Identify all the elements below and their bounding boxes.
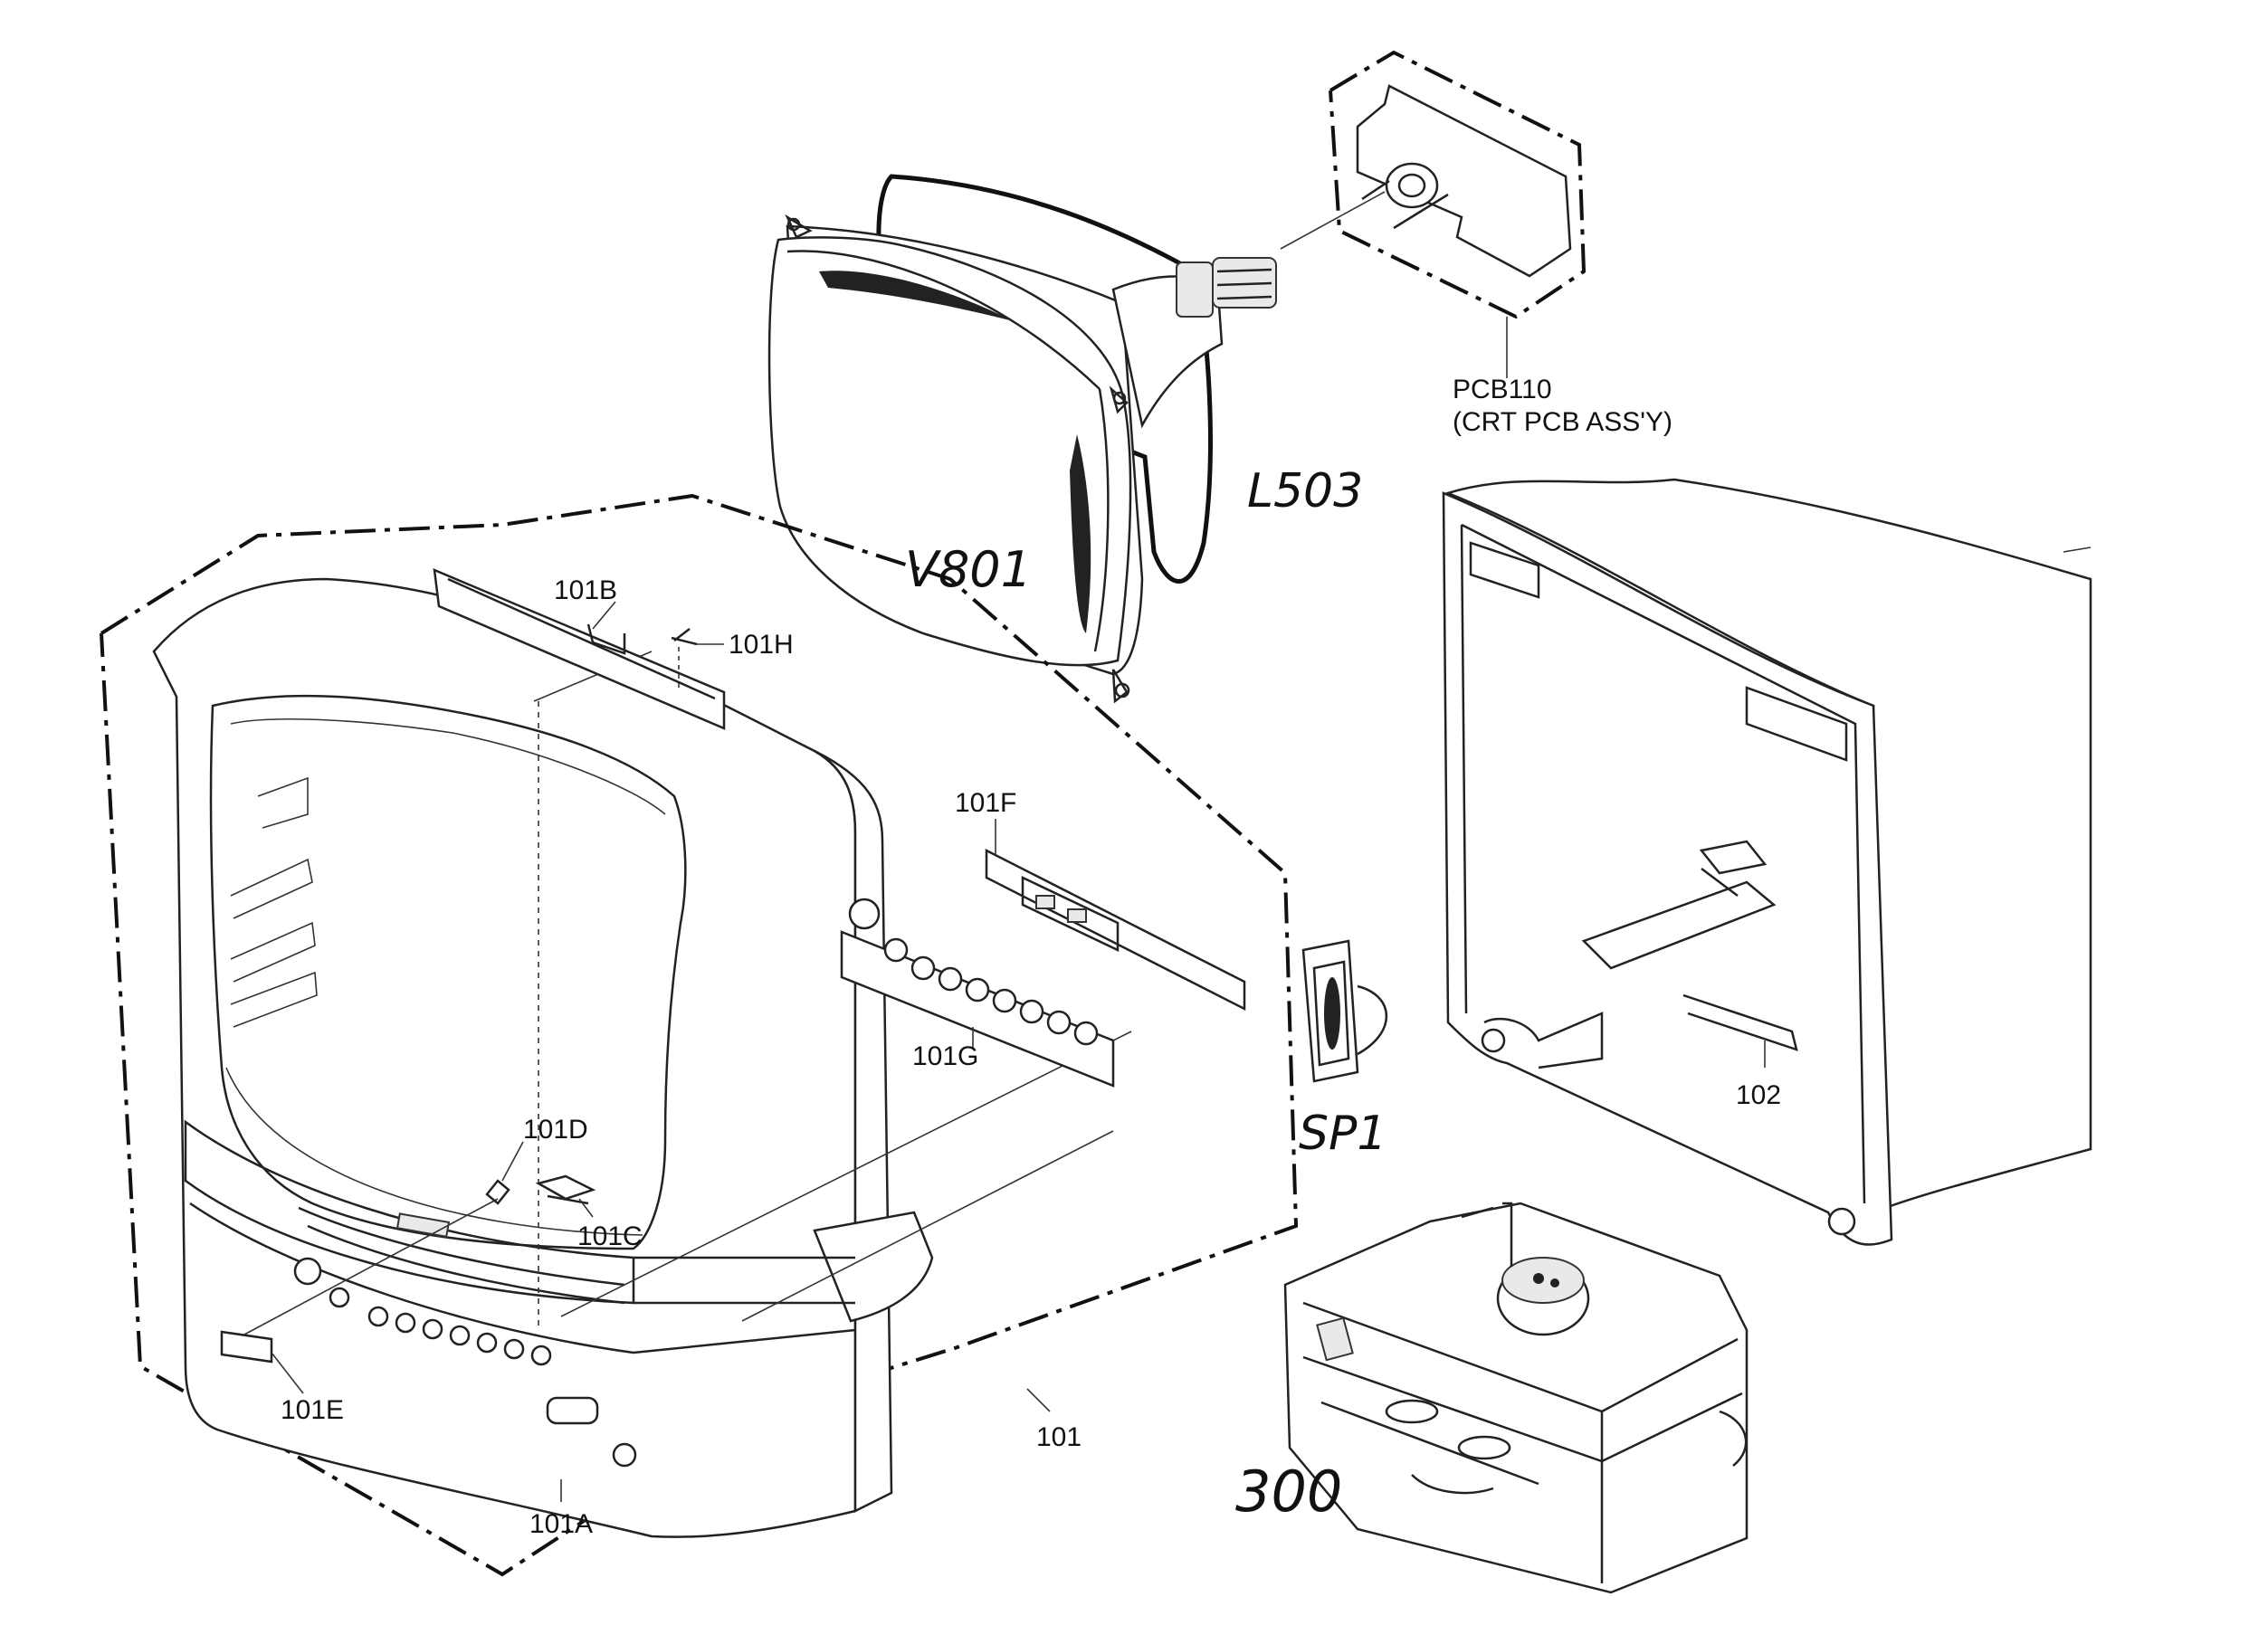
pcb110-description: (CRT PCB ASS'Y) [1453, 407, 1672, 437]
part-101g [840, 898, 1115, 1088]
part-101d-label: 101D [523, 1115, 588, 1145]
part-102-label: 102 [1736, 1080, 1781, 1110]
part-101c [535, 1174, 596, 1218]
part-101a-label: 101A [529, 1509, 593, 1539]
part-300-label: 300 [1235, 1459, 1342, 1525]
part-101-label: 101 [1036, 1422, 1082, 1452]
speaker-sp1 [1301, 939, 1388, 1083]
l503-label: L503 [1247, 464, 1363, 518]
rear-cabinet [1442, 478, 2092, 1246]
front-cabinet-group-outline [100, 493, 1299, 1577]
part-101e-label: 101E [281, 1395, 344, 1425]
vcr-mechanism-300 [1283, 1202, 1749, 1594]
part-101f [985, 819, 1246, 1012]
part-101g-label: 101G [912, 1041, 978, 1071]
part-101b [433, 568, 726, 730]
part-101c-label: 101C [577, 1221, 643, 1251]
sp1-label: SP1 [1299, 1107, 1387, 1161]
part-101e [220, 1330, 304, 1394]
part-101b-label: 101B [554, 575, 617, 605]
part-101h-label: 101H [729, 630, 794, 660]
part-101f-label: 101F [955, 788, 1016, 818]
v801-label: V801 [905, 541, 1032, 598]
front-panel-buttons [293, 1257, 637, 1468]
pcb110-label: PCB110 [1453, 375, 1552, 404]
part-101d [485, 1141, 524, 1205]
crt-pcb-assembly [1280, 50, 1587, 378]
front-cabinet [152, 577, 1132, 1538]
part-101h [671, 628, 724, 688]
crt-picture-tube [767, 174, 1277, 704]
